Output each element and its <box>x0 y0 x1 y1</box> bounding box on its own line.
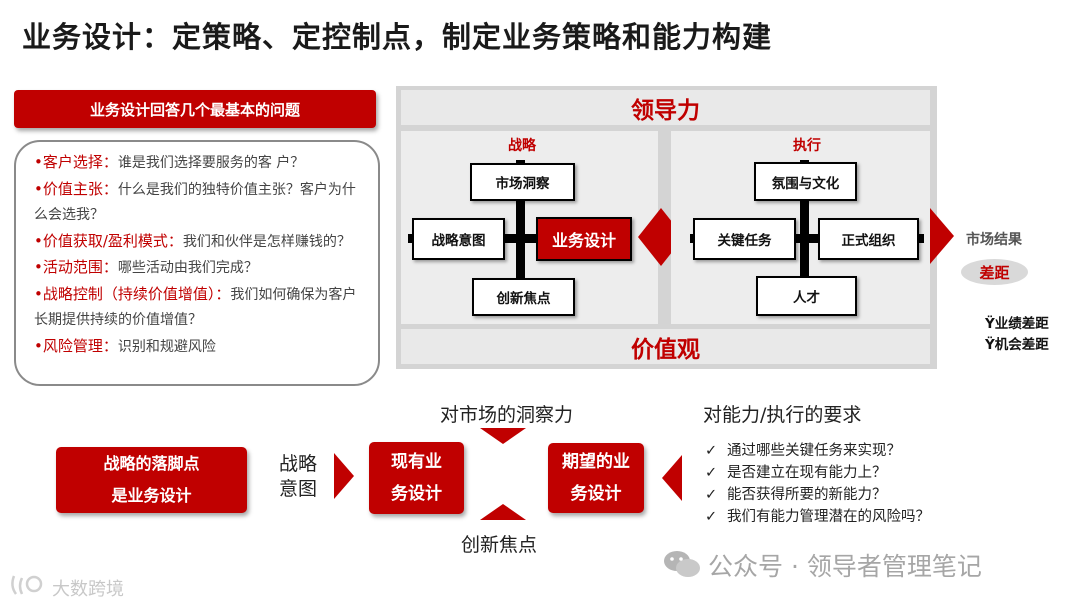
node-strategic-intent: 战略意图 <box>412 218 505 260</box>
check-item: ✓ 我们有能力管理潜在的风险吗？ <box>705 506 930 528</box>
question-value: •价值主张：什么是我们的独特价值主张？客户为什么会选我？ <box>34 177 368 229</box>
question-key: •风险管理： <box>34 336 118 355</box>
question-text: 哪些活动由我们完成？ <box>117 260 258 276</box>
question-customer: •客户选择：谁是我们选择要服务的客 户？ <box>34 150 368 177</box>
node-innovation-focus: 创新焦点 <box>472 278 575 316</box>
execution-label: 执行 <box>793 138 821 154</box>
market-insight-label: 对市场的洞察力 <box>440 404 574 426</box>
results-arrow <box>930 208 954 264</box>
execution-cross-horizontal <box>690 234 924 243</box>
capability-checklist: ✓通过哪些关键任务来实现？ ✓是否建立在现有能力上？ ✓能否获得所要的新能力？ … <box>705 440 930 528</box>
expected-design-box: 期望的业务设计 <box>548 443 644 513</box>
strategic-intent-label: 战略意图 <box>278 453 317 500</box>
question-profit: •价值获取/盈利模式：我们和伙伴是怎样赚钱的？ <box>34 229 368 256</box>
page-title: 业务设计：定策略、定控制点，制定业务策略和能力构建 <box>22 20 773 54</box>
strategy-label: 战略 <box>508 138 536 154</box>
question-risk: •风险管理：识别和规避风险 <box>34 334 368 361</box>
logo-icon <box>11 575 43 595</box>
question-text: 我们如何确保为客户长期提供持续的价值增值？ <box>34 286 357 329</box>
check-text: 是否建立在现有能力上？ <box>727 465 887 481</box>
check-mark-icon: ✓ <box>705 487 718 503</box>
logo-watermark: 大数跨境 <box>52 579 124 600</box>
questions-header: 业务设计回答几个最基本的问题 <box>14 90 376 128</box>
check-text: 通过哪些关键任务来实现？ <box>727 443 901 459</box>
question-key: •价值主张： <box>34 179 118 198</box>
current-design-box: 现有业务设计 <box>369 442 464 514</box>
question-key: •战略控制（持续价值增值）： <box>34 284 231 303</box>
intent-arrow <box>334 453 354 499</box>
values-bar: 价值观 <box>401 329 930 364</box>
innovation-focus-label: 创新焦点 <box>461 534 538 556</box>
down-arrow <box>480 428 526 444</box>
question-control: •战略控制（持续价值增值）：我们如何确保为客户长期提供持续的价值增值？ <box>34 282 368 334</box>
gap-item-performance: Ÿ业绩差距 <box>985 316 1049 332</box>
strategy-cross-horizontal <box>408 234 632 243</box>
node-business-design: 业务设计 <box>536 217 632 261</box>
question-text: 识别和规避风险 <box>117 338 216 355</box>
leadership-bar: 领导力 <box>401 90 930 125</box>
check-mark-icon: ✓ <box>705 443 718 459</box>
node-climate-culture: 氛围与文化 <box>754 162 857 201</box>
question-scope: •活动范围：哪些活动由我们完成？ <box>34 255 368 282</box>
wechat-watermark: 公众号 · 领导者管理笔记 <box>708 552 982 581</box>
up-arrow <box>480 504 526 520</box>
foothold-box: 战略的落脚点是业务设计 <box>56 447 247 513</box>
gap-ellipse: 差距 <box>961 259 1028 285</box>
check-item: ✓ 是否建立在现有能力上？ <box>705 462 930 484</box>
question-text: 我们和伙伴是怎样赚钱的？ <box>182 233 351 250</box>
gap-item-opportunity: Ÿ机会差距 <box>985 337 1049 353</box>
check-mark-icon: ✓ <box>705 465 718 481</box>
check-item: ✓ 能否获得所要的新能力？ <box>705 484 930 506</box>
question-key: •客户选择： <box>34 153 118 171</box>
capability-arrow <box>662 455 682 501</box>
question-text: 什么是我们的独特价值主张？客户为什么会选我？ <box>34 181 356 224</box>
node-formal-organization: 正式组织 <box>818 218 919 260</box>
check-text: 能否获得所要的新能力？ <box>727 487 887 503</box>
wechat-icon <box>664 551 700 577</box>
check-text: 我们有能力管理潜在的风险吗？ <box>727 509 930 525</box>
questions-list: •客户选择：谁是我们选择要服务的客 户？ •价值主张：什么是我们的独特价值主张？… <box>14 140 380 386</box>
node-key-tasks: 关键任务 <box>693 218 796 260</box>
capability-title: 对能力/执行的要求 <box>703 404 862 426</box>
node-market-insight: 市场洞察 <box>470 163 575 201</box>
market-results-label: 市场结果 <box>966 232 1022 248</box>
check-mark-icon: ✓ <box>705 509 718 525</box>
node-talent: 人才 <box>756 276 857 316</box>
check-item: ✓ 通过哪些关键任务来实现？ <box>705 440 930 462</box>
question-key: •价值获取/盈利模式： <box>34 231 183 250</box>
question-key: •活动范围： <box>34 258 118 276</box>
question-text: 谁是我们选择要服务的客 户？ <box>117 155 305 171</box>
